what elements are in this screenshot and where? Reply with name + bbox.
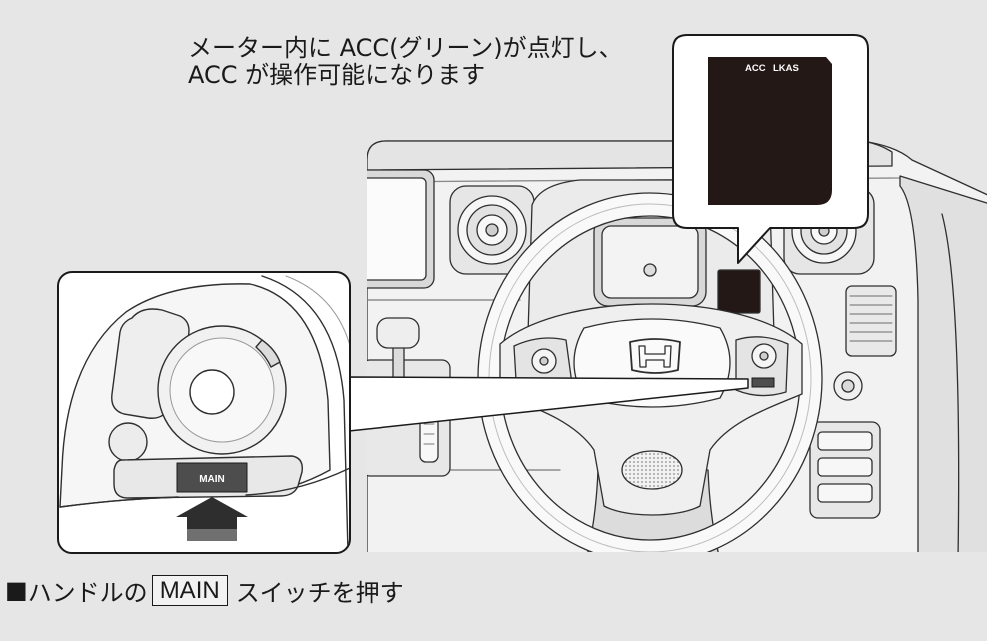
inset-scroll-wheel: [255, 339, 281, 368]
heading-line-1: メーター内に ACC(グリーン)が点灯し、: [188, 34, 623, 62]
right-spoke-switches: [735, 336, 789, 397]
left-air-vent-knob: [485, 223, 499, 237]
instruction-heading: メーター内に ACC(グリーン)が点灯し、 ACC が操作可能になります: [188, 35, 623, 89]
step-caption: ■ ハンドルの MAIN スイッチを押す: [5, 574, 404, 607]
shift-lever-knob: [376, 317, 420, 349]
inset-spoke-lower-edge: [59, 467, 349, 508]
meter-display-closeup: [708, 57, 832, 205]
wheel-main-switch: [751, 377, 775, 388]
honda-logo: [629, 338, 681, 374]
lkas-indicator: LKAS: [773, 63, 799, 74]
caption-bullet: ■: [5, 576, 28, 604]
meter-cluster-screen: [601, 225, 699, 299]
inset-main-switch: [176, 462, 248, 493]
caption-suffix: スイッチを押す: [235, 578, 404, 607]
dashboard-illustration: [367, 140, 987, 552]
switch-panel-key: [817, 431, 873, 451]
dash-knob-center: [841, 379, 855, 393]
meter-callout: ACC LKAS: [672, 34, 869, 264]
inset-main-label: MAIN: [199, 474, 225, 485]
door-trim-line: [941, 213, 960, 552]
right-spoke-dial-center: [759, 351, 769, 361]
side-vent-slat-lines: [849, 295, 893, 342]
inset-wheel-rim: [261, 275, 349, 552]
press-arrow-icon: [176, 497, 248, 541]
switch-panel-key: [817, 483, 873, 503]
side-vent-slats: [845, 285, 897, 357]
caption-prefix: ハンドルの: [27, 578, 148, 607]
inset-wheel-rim-inner: [285, 275, 349, 381]
inset-dial-center: [189, 369, 235, 415]
left-spoke-switches: [513, 337, 573, 388]
honda-logo-outline: [629, 338, 681, 374]
acc-indicator: ACC: [745, 63, 766, 74]
left-spoke-switch-center: [539, 356, 549, 366]
switch-panel-key: [817, 457, 873, 477]
honda-logo-h: [638, 345, 672, 368]
horn-speaker-grill: [621, 450, 683, 490]
press-arrow-shaft: [187, 516, 237, 529]
door-trim: [899, 175, 987, 552]
navigation-screen: [367, 177, 427, 281]
heading-line-2: ACC が操作可能になります: [188, 61, 486, 89]
press-arrow-shaft-base: [187, 529, 237, 541]
inset-small-switch: [108, 422, 148, 462]
meter-gauge-hub: [643, 263, 657, 277]
multi-information-display: [717, 269, 761, 314]
main-switch-inset: MAIN: [57, 271, 351, 554]
main-switch-key-label: MAIN: [151, 574, 228, 606]
press-arrow-head: [176, 497, 248, 517]
